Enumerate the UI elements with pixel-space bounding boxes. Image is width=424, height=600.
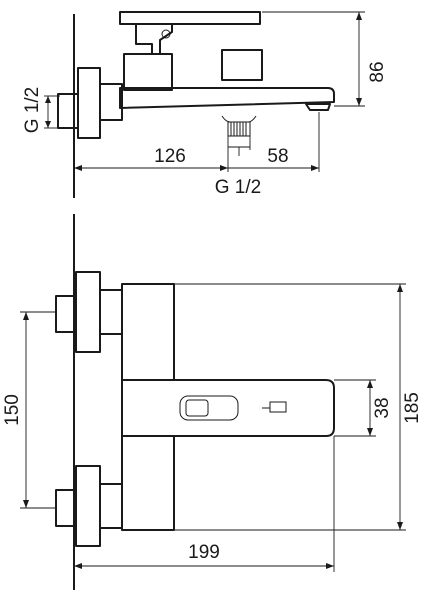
dim-label-185: 185 <box>402 392 423 424</box>
spout-aerator <box>305 103 331 111</box>
thread-label-bottom: G 1/2 <box>215 177 261 198</box>
valve-body <box>123 53 173 91</box>
outlet-thread <box>227 121 251 137</box>
dim-label-126: 126 <box>154 146 186 167</box>
dim-thread-left <box>44 95 60 129</box>
handle-stem <box>135 23 173 55</box>
spout-body <box>119 87 335 109</box>
dim-150 <box>20 311 56 509</box>
upper-pipe <box>55 295 77 333</box>
body-upper <box>121 283 175 381</box>
connector-ring <box>99 83 123 121</box>
side-view: 86 G 1/2 126 58 G 1/2 <box>22 11 388 198</box>
outlet-hatch <box>230 122 247 136</box>
lower-connector <box>99 483 123 529</box>
handle-lever <box>119 11 261 25</box>
handle-screw <box>161 29 171 39</box>
dim-38 <box>334 379 376 437</box>
upper-flange <box>75 271 101 353</box>
diverter-knob <box>221 49 263 81</box>
thread-label-left: G 1/2 <box>22 87 43 133</box>
dim-label-150: 150 <box>2 394 23 426</box>
dim-label-86: 86 <box>367 61 388 82</box>
dim-label-199: 199 <box>188 542 220 563</box>
dim-label-38: 38 <box>372 397 393 418</box>
dim-185 <box>174 283 406 531</box>
handle-block <box>121 379 335 437</box>
upper-connector <box>99 289 123 335</box>
lower-flange <box>75 465 101 547</box>
spout-outlet-front <box>269 401 287 413</box>
thread-pipe <box>57 93 79 129</box>
dim-86 <box>262 11 365 107</box>
dim-199 <box>74 436 335 572</box>
front-view: 150 38 185 199 <box>2 214 423 590</box>
wall-flange <box>77 67 101 139</box>
dim-126-58 <box>74 112 320 172</box>
dim-label-58: 58 <box>267 146 288 167</box>
body-lower <box>121 435 175 531</box>
diverter-slot <box>179 395 239 421</box>
